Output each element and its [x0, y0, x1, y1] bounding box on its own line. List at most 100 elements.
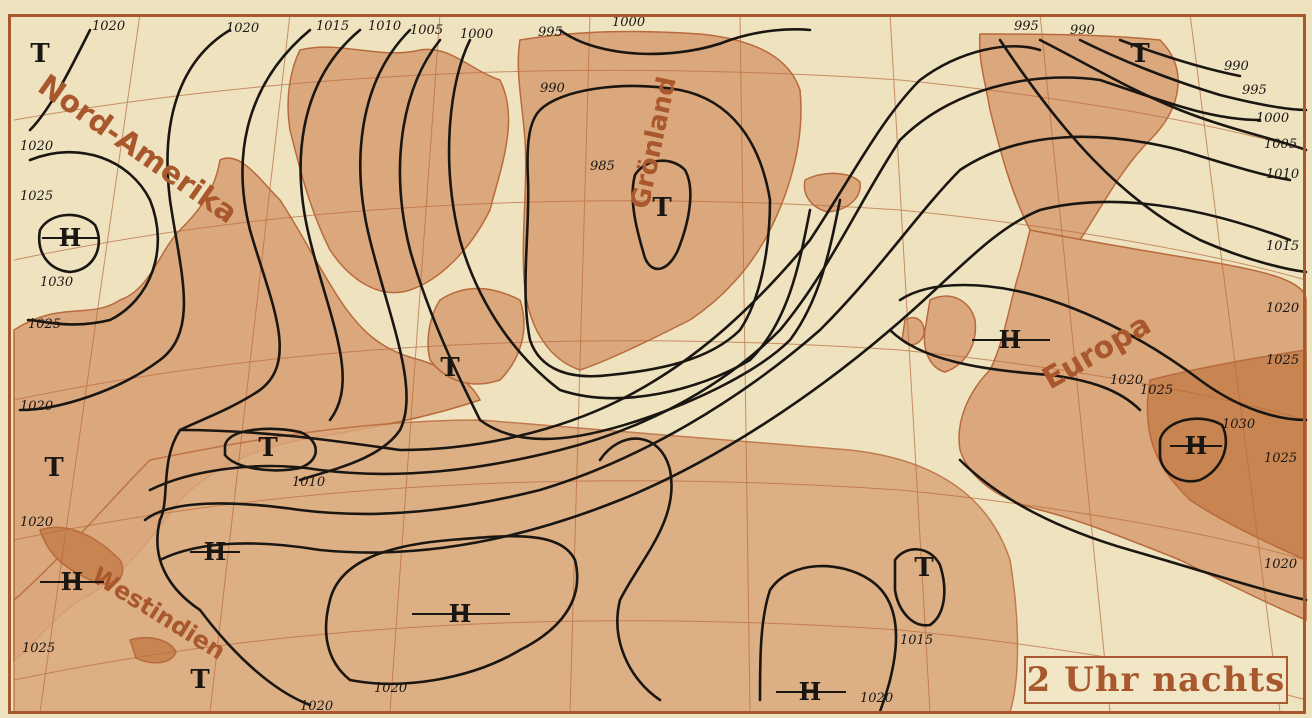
isobar-label: 1020: [20, 399, 53, 414]
isobar-label: 1010: [1266, 167, 1299, 182]
low-pressure-symbol: T: [44, 453, 64, 483]
isobar-label: 1000: [460, 27, 493, 42]
isobar: [158, 200, 1292, 562]
high-pressure-symbol: H: [204, 537, 227, 566]
isobar-label: 1020: [20, 139, 53, 154]
isobar: [148, 76, 1262, 492]
isobar-label: 1020: [374, 681, 407, 696]
low-pressure-symbol: T: [440, 353, 460, 383]
isobar-label: 1025: [20, 189, 53, 204]
isobar-label: 995: [538, 25, 563, 40]
land-arctic-islands: [287, 46, 510, 294]
isobar: [1118, 38, 1242, 78]
isobar-label: 995: [1014, 19, 1039, 34]
isobar-label: 1020: [20, 515, 53, 530]
isobar-label: 990: [1070, 23, 1095, 38]
isobar: [998, 38, 1308, 274]
high-pressure-symbol: H: [1185, 431, 1208, 460]
isobar: [156, 28, 312, 707]
isobar: [1158, 417, 1228, 483]
isobar: [223, 427, 317, 472]
high-pressure-marker: H: [412, 599, 510, 628]
isobar: [958, 458, 1308, 602]
high-pressure-marker: H: [40, 567, 104, 596]
isobar-label: 1005: [410, 23, 443, 38]
isobar-label: 1015: [316, 19, 349, 34]
isobar: [28, 28, 92, 132]
high-pressure-marker: H: [972, 325, 1050, 354]
isobar-label: 990: [540, 81, 565, 96]
isobar: [143, 135, 1292, 522]
isobar: [598, 437, 673, 702]
high-pressure-symbol: H: [59, 223, 82, 252]
isobar: [299, 28, 362, 422]
isobar-label: 995: [1242, 83, 1267, 98]
isobar: [524, 84, 772, 378]
isobar: [26, 150, 160, 326]
isobar-label: 1010: [292, 475, 325, 490]
isobar-label: 1000: [1256, 111, 1289, 126]
isobar: [1038, 38, 1308, 152]
pressure-symbols: T T T T T T T T: [30, 39, 1150, 695]
isobar: [758, 564, 898, 714]
low-pressure-symbol: T: [652, 193, 672, 223]
isobar: [558, 28, 812, 56]
isobar-label: 990: [1224, 59, 1249, 74]
isobar: [18, 28, 232, 412]
high-pressure-symbol: H: [61, 567, 84, 596]
isobar: [398, 38, 842, 441]
isobar: [893, 548, 946, 627]
isobar-label: 1025: [22, 641, 55, 656]
isobar-label: 1020: [300, 699, 333, 714]
isobar-label: 1030: [40, 275, 73, 290]
ocean-shading: [13, 419, 1019, 713]
low-pressure-symbol: T: [30, 39, 50, 69]
isobar-labels: 1020 1020 1015 1010 1005 1000 995 1000 9…: [20, 15, 1299, 714]
land-eastern-europe: [1146, 349, 1307, 562]
isobar: [898, 283, 1308, 422]
isobar-label: 1015: [900, 633, 933, 648]
low-pressure-symbol: T: [914, 553, 934, 583]
high-pressure-symbol: H: [999, 325, 1022, 354]
low-pressure-symbol: T: [258, 433, 278, 463]
isobar-label: 1010: [368, 19, 401, 34]
isobar: [447, 38, 812, 400]
high-pressure-marker: H: [42, 223, 100, 252]
isobar: [631, 159, 692, 271]
land-europe: [958, 229, 1307, 622]
isobar: [888, 328, 1142, 412]
high-pressure-marker: H: [190, 537, 240, 566]
isobar: [298, 28, 412, 482]
isobar-label: 1015: [1266, 239, 1299, 254]
isobar-label: 1020: [1266, 301, 1299, 316]
land-cuba: [39, 526, 124, 585]
isobar-label: 1025: [28, 317, 61, 332]
high-pressure-symbols: H H H H H H H: [40, 223, 1222, 706]
high-pressure-marker: H: [776, 677, 846, 706]
time-caption: 2 Uhr nachts: [1024, 656, 1288, 704]
isobar-label: 1020: [1264, 557, 1297, 572]
isobar-label: 1030: [1222, 417, 1255, 432]
isobar: [37, 213, 101, 274]
high-pressure-symbol: H: [449, 599, 472, 628]
low-pressure-symbol: T: [1130, 39, 1150, 69]
isobars: [18, 28, 1308, 714]
isobar: [324, 534, 579, 685]
low-pressure-symbol: T: [190, 665, 210, 695]
isobar-label: 1020: [860, 691, 893, 706]
isobar-label: 1025: [1266, 353, 1299, 368]
high-pressure-marker: H: [1170, 431, 1222, 460]
isobar-label: 1025: [1264, 451, 1297, 466]
isobar-label: 985: [590, 159, 615, 174]
isobar-label: 1020: [226, 21, 259, 36]
isobar-label: 1020: [92, 19, 125, 34]
isobar-label: 1005: [1264, 137, 1297, 152]
isobar-label: 1000: [612, 15, 645, 30]
isobar-label: 1025: [1140, 383, 1173, 398]
isobar: [1078, 38, 1308, 112]
time-caption-text: 2 Uhr nachts: [1026, 660, 1286, 700]
isobar: [178, 44, 1042, 452]
high-pressure-symbol: H: [799, 677, 822, 706]
isobar-label: 1020: [1110, 373, 1143, 388]
